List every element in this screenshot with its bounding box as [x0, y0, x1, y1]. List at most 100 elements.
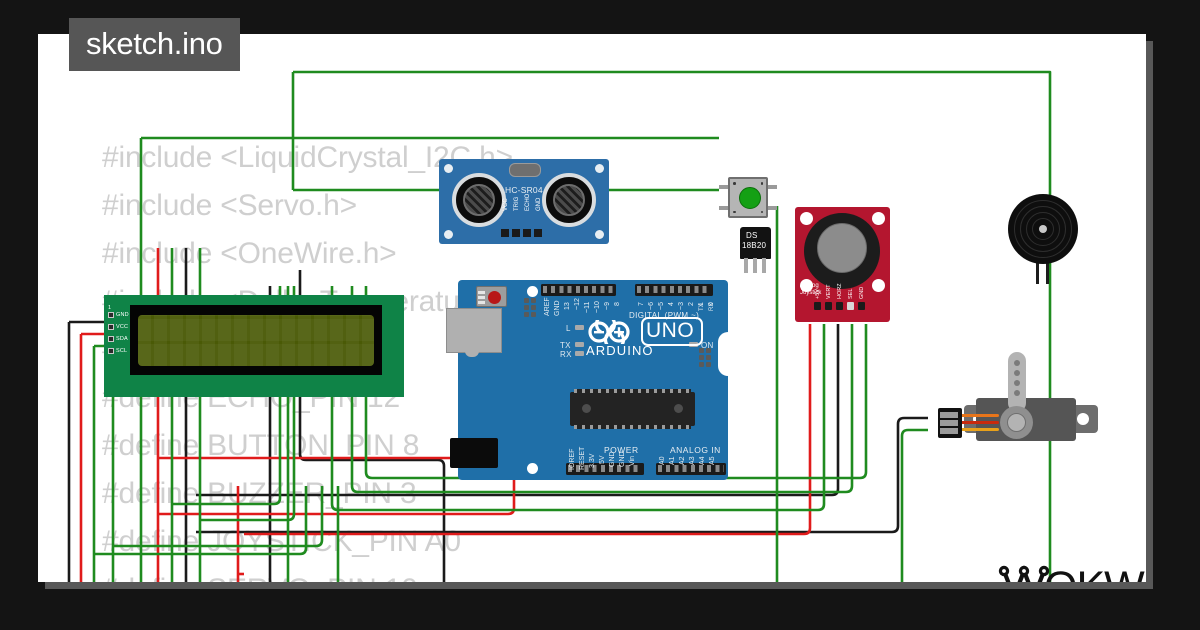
part-pushbutton[interactable]	[719, 173, 777, 223]
icsp2-header[interactable]	[524, 298, 541, 324]
part-lcd1602-i2c[interactable]: 1 GND VCC SDA SCL	[104, 295, 404, 397]
servo-wire-signal	[959, 414, 999, 417]
joystick-pin-label-gnd: GND	[859, 286, 865, 299]
hcsr04-pin-label-gnd: GND	[536, 197, 542, 211]
servo-wire-power	[959, 421, 999, 424]
wire-button-top	[293, 70, 1052, 224]
wire-layer	[67, 70, 1052, 582]
servo-horn-center	[1007, 413, 1026, 432]
pin-label-11: ~11	[584, 301, 591, 313]
hcsr04-pin-echo[interactable]	[523, 229, 531, 237]
part-servo-motor[interactable]	[928, 352, 1098, 464]
joystick-pin-vert[interactable]	[825, 302, 832, 310]
button-leg[interactable]	[766, 185, 777, 189]
buzzer-ring	[1020, 206, 1066, 252]
lcd-pin-gnd[interactable]	[108, 312, 114, 318]
hcsr04-pin-trig[interactable]	[512, 229, 520, 237]
pin-label-3: ~3	[678, 302, 685, 310]
pin-label-aref: AREF	[544, 297, 551, 316]
analog-header[interactable]	[656, 463, 726, 475]
hcsr04-pin-vcc[interactable]	[501, 229, 509, 237]
mount-hole	[444, 164, 453, 173]
mount-hole	[800, 279, 813, 292]
led-label-tx: TX	[560, 341, 571, 350]
mount-hole	[527, 286, 538, 297]
ds18b20-package	[740, 227, 771, 259]
mount-hole	[800, 212, 813, 225]
board-model-label: UNO	[646, 319, 695, 342]
usb-connector[interactable]	[446, 308, 502, 357]
power-header[interactable]	[566, 463, 644, 475]
atmega328p-mcu	[570, 389, 695, 429]
part-arduino-uno[interactable]: AREF GND 13 ~12 ~11 ~10 ~9 8 7 ~6 ~5 4 ~…	[446, 280, 728, 480]
pin-label-a0: A0	[659, 456, 666, 465]
hcsr04-pin-gnd[interactable]	[534, 229, 542, 237]
part-hcsr04-ultrasonic[interactable]: HC-SR04 VCC TRIG ECHO GND	[439, 159, 609, 244]
joystick-pin-sel[interactable]	[847, 302, 854, 310]
pin-label-gnd: GND	[554, 300, 561, 316]
ds18b20-label-line1: DS	[746, 231, 758, 240]
button-leg[interactable]	[719, 206, 730, 210]
pin-label-a4: A4	[699, 456, 706, 465]
button-leg[interactable]	[766, 206, 777, 210]
file-tab-sketch-ino[interactable]: sketch.ino	[69, 18, 240, 71]
pin-label-3v3: 3.3V	[589, 453, 596, 468]
buzzer-sound-hole	[1039, 225, 1047, 233]
part-buzzer[interactable]	[1008, 194, 1078, 284]
digital-header-left[interactable]	[541, 284, 616, 296]
buzzer-leg-negative[interactable]	[1046, 258, 1049, 284]
led-label-l: L	[566, 324, 571, 333]
lcd-pin-sda[interactable]	[108, 336, 114, 342]
wire-joystick-vcc	[244, 324, 812, 536]
servo-horn-gear	[1000, 406, 1033, 439]
pin-label-10: ~10	[594, 301, 601, 313]
lcd-pin-vcc[interactable]	[108, 324, 114, 330]
joystick-pin-5v[interactable]	[814, 302, 821, 310]
mount-hole	[872, 279, 885, 292]
digital-header-label: DIGITAL (PWM ~)	[629, 311, 700, 320]
part-analog-joystick[interactable]: Analog Joystick +5V VERT HORZ SEL GND	[795, 207, 890, 322]
part-ds18b20-temperature-sensor[interactable]: DS 18B20	[740, 227, 771, 273]
button-body[interactable]	[728, 177, 768, 218]
servo-arm[interactable]	[1008, 352, 1026, 412]
wire-sda-a4	[94, 486, 308, 556]
button-leg[interactable]	[719, 185, 730, 189]
pin-label-reset: RESET	[579, 446, 586, 470]
wokwi-logo-svg: OKWi	[998, 563, 1146, 582]
diagram-canvas[interactable]: #include <LiquidCrystal_I2C.h> #include …	[38, 34, 1146, 582]
ds18b20-lead-data[interactable]	[753, 258, 757, 273]
buzzer-leg-positive[interactable]	[1036, 258, 1039, 284]
lcd-pin-scl[interactable]	[108, 348, 114, 354]
power-jack[interactable]	[450, 438, 498, 468]
lcd-screen	[138, 315, 374, 366]
led-tx	[575, 342, 584, 347]
servo-connector[interactable]	[938, 408, 962, 438]
uno-label-box	[641, 317, 703, 346]
pin-label-a1: A1	[669, 456, 676, 465]
wokwi-logo: OKWi	[996, 561, 1146, 582]
reset-button[interactable]	[476, 286, 507, 307]
pin-label-5: ~5	[658, 302, 665, 310]
joystick-silkscreen: Analog Joystick	[800, 283, 821, 296]
digital-header-right[interactable]	[635, 284, 713, 296]
ds18b20-lead-vcc[interactable]	[762, 258, 766, 273]
wire-5v-bus2	[158, 334, 516, 516]
pin-label-ioref: IOREF	[569, 448, 576, 470]
icsp-header[interactable]	[699, 348, 716, 374]
joystick-pin-label-vert: VERT	[826, 284, 832, 299]
joystick-ring[interactable]	[804, 213, 880, 289]
pin-label-vin: Vin	[629, 456, 636, 466]
joystick-knob[interactable]	[817, 223, 867, 273]
lcd-pin-label-vcc: VCC	[116, 324, 129, 330]
ds18b20-lead-gnd[interactable]	[744, 258, 748, 273]
mount-hole	[872, 212, 885, 225]
joystick-pin-gnd[interactable]	[858, 302, 865, 310]
power-header-label: POWER	[604, 445, 639, 455]
serial-label-rx: RX	[709, 302, 715, 311]
joystick-pin-label-sel: SEL	[848, 288, 854, 299]
joystick-pin-horz[interactable]	[836, 302, 843, 310]
pin-label-7: 7	[638, 302, 645, 306]
wire-servo-sig	[900, 428, 928, 582]
button-plunger[interactable]	[739, 187, 761, 209]
